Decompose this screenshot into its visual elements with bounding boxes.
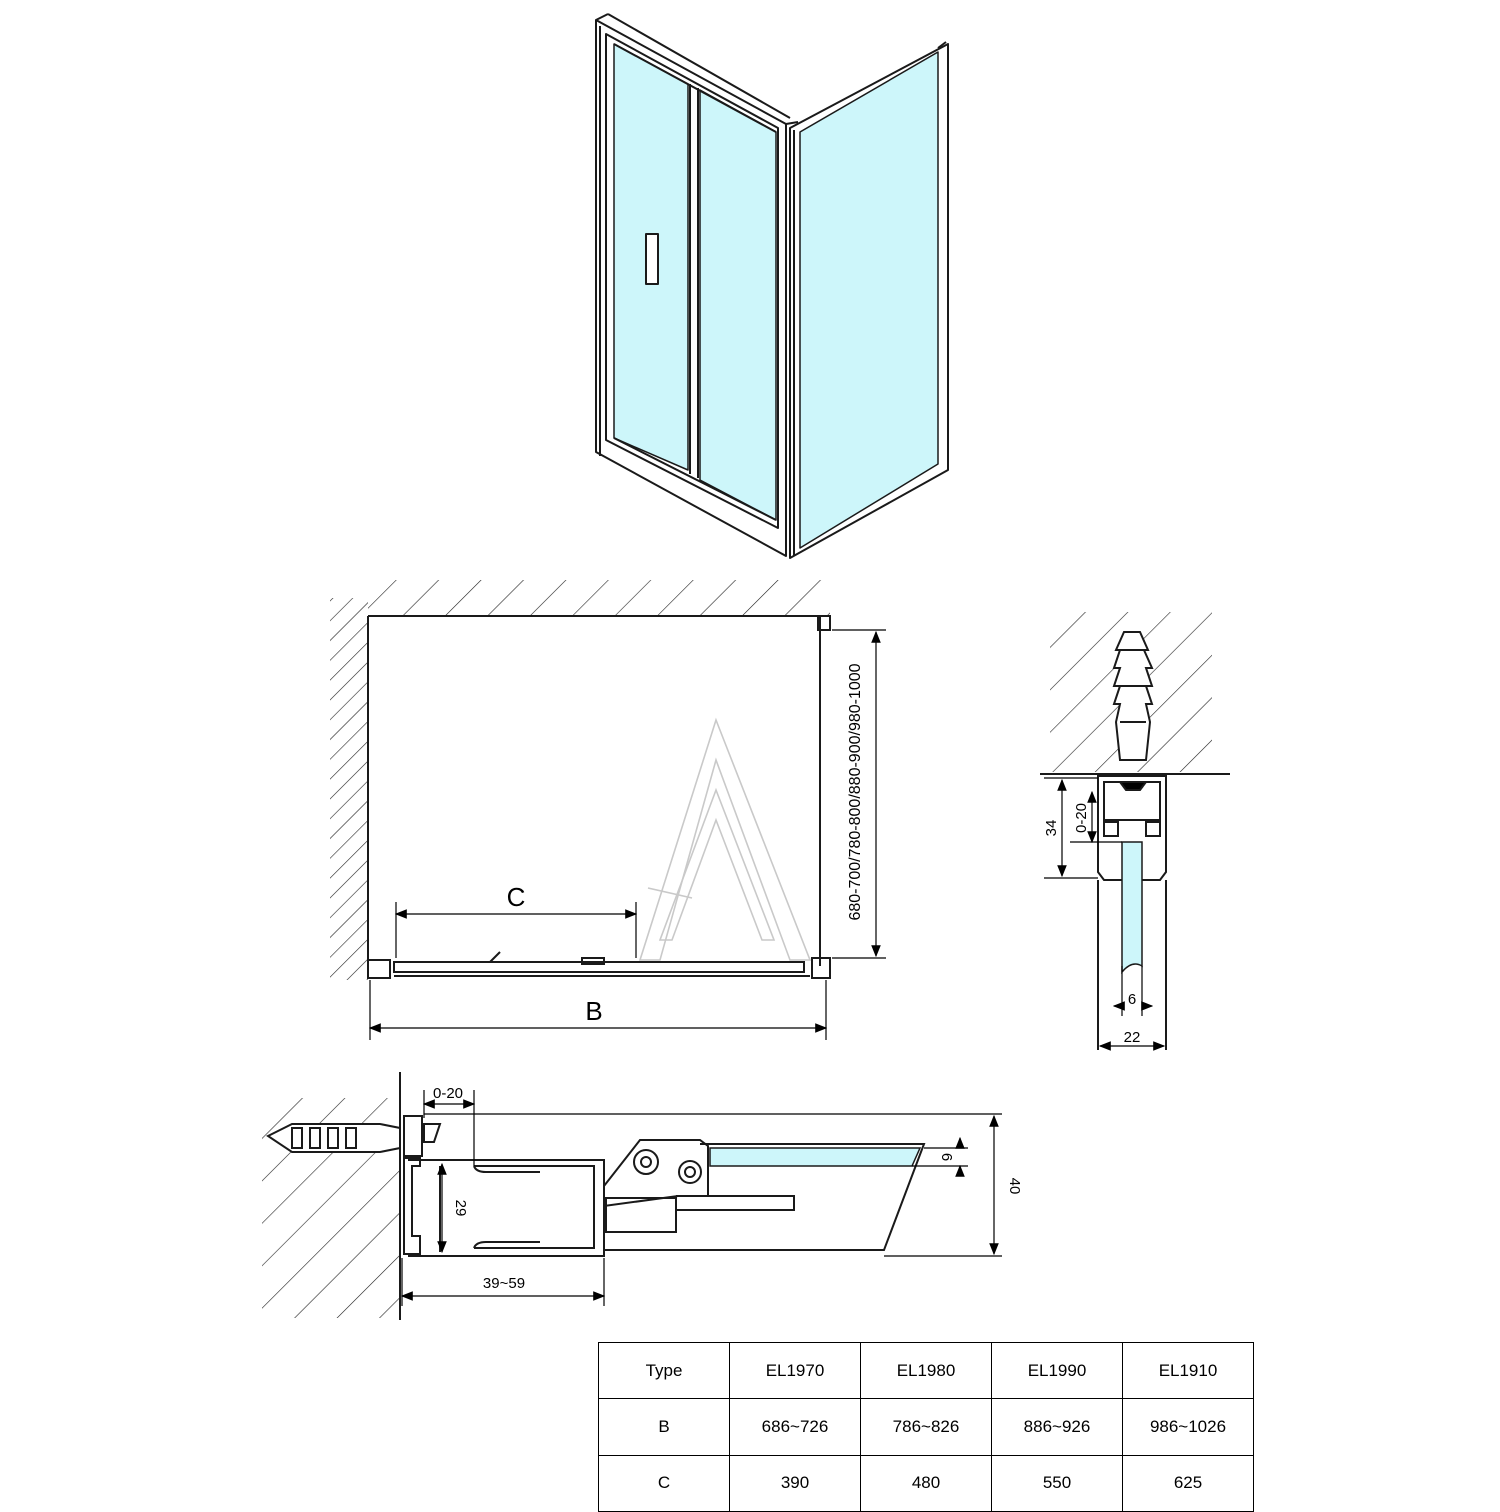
top-adjust-label: 0-20 xyxy=(433,1085,463,1102)
opening-label: C xyxy=(507,882,526,912)
table-cell: 480 xyxy=(860,1454,992,1512)
enclosure-3d-view xyxy=(595,13,949,559)
door-handle xyxy=(645,233,659,285)
table-header-row: Type EL1970 EL1980 EL1990 EL1910 xyxy=(598,1341,1254,1400)
top-profile-detail: 0-20 29 6 40 39~59 xyxy=(262,1072,1023,1320)
spec-table: Type EL1970 EL1980 EL1990 EL1910 B 686~7… xyxy=(598,1341,1254,1512)
door-frame-outer xyxy=(595,19,787,557)
top-glass-section xyxy=(709,1147,922,1167)
table-cell: 550 xyxy=(991,1454,1123,1512)
side-width-label: 22 xyxy=(1124,1029,1141,1046)
side-panel-glass xyxy=(799,51,939,549)
depth-range-label: 680-700/780-800/880-900/980-1000 xyxy=(847,663,864,920)
table-cell: EL1910 xyxy=(1122,1341,1254,1400)
wall-profile-detail: 0-20 34 6 22 xyxy=(1040,612,1230,1051)
logo-watermark xyxy=(638,717,812,961)
top-inner-label: 29 xyxy=(452,1200,469,1217)
side-glass-label: 6 xyxy=(1128,991,1136,1008)
table-cell: 886~926 xyxy=(991,1398,1123,1456)
table-cell: 986~1026 xyxy=(1122,1398,1254,1456)
door-frame-inner xyxy=(605,33,779,529)
table-cell: EL1980 xyxy=(860,1341,992,1400)
width-label: B xyxy=(585,996,602,1026)
table-cell: C xyxy=(598,1454,730,1512)
top-height-label: 40 xyxy=(1006,1178,1023,1195)
table-cell: EL1990 xyxy=(991,1341,1123,1400)
table-row: B 686~726 786~826 886~926 986~1026 xyxy=(598,1398,1254,1456)
glass-edge xyxy=(1121,841,1143,975)
plan-view: C B 680-700/780-800/880-900/980-1000 xyxy=(330,580,886,1040)
side-panel-frame xyxy=(789,43,949,559)
table-cell: Type xyxy=(598,1341,730,1400)
table-cell: 390 xyxy=(729,1454,861,1512)
side-height-label: 34 xyxy=(1043,820,1060,837)
top-glass-label: 6 xyxy=(938,1153,955,1161)
table-cell: 625 xyxy=(1122,1454,1254,1512)
table-cell: B xyxy=(598,1398,730,1456)
door-glass-right xyxy=(699,89,777,521)
side-adjust-label: 0-20 xyxy=(1073,803,1090,833)
table-cell: 786~826 xyxy=(860,1398,992,1456)
table-cell: EL1970 xyxy=(729,1341,861,1400)
top-depth-label: 39~59 xyxy=(483,1275,525,1292)
table-row: C 390 480 550 625 xyxy=(598,1454,1254,1512)
table-cell: 686~726 xyxy=(729,1398,861,1456)
